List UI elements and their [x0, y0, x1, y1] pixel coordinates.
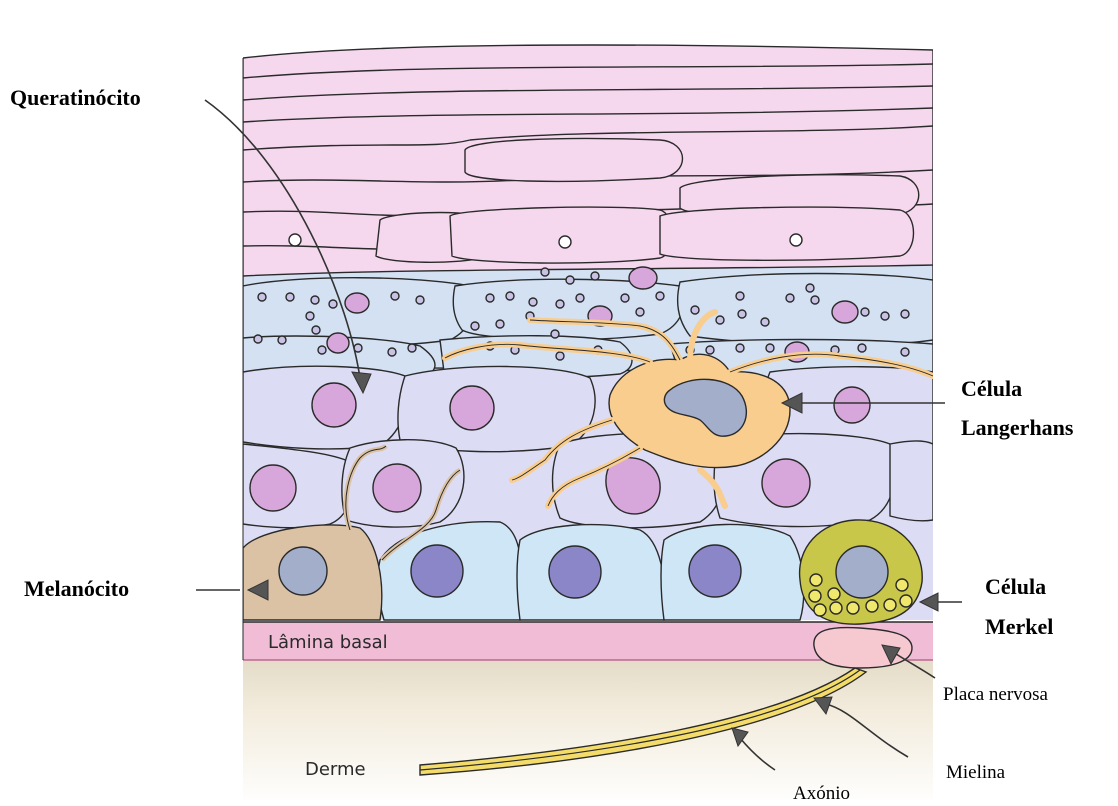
melanocyte-nucleus	[279, 547, 327, 595]
label-placa-nervosa: Placa nervosa	[943, 684, 1049, 705]
label-queratinocito: Queratinócito	[10, 85, 141, 110]
label-melanocito: Melanócito	[24, 576, 129, 601]
label-axonio: Axónio	[793, 783, 850, 804]
label-mielina: Mielina	[946, 762, 1006, 783]
label-derme: Derme	[305, 759, 366, 780]
label-celula-langerhans-2: Langerhans	[961, 415, 1074, 440]
merkel-nucleus	[836, 546, 888, 598]
granular-cells	[243, 274, 933, 381]
label-celula-langerhans-1: Célula	[961, 376, 1022, 401]
label-celula-merkel-2: Merkel	[985, 614, 1053, 639]
label-lamina-basal: Lâmina basal	[268, 632, 388, 653]
label-celula-merkel-1: Célula	[985, 574, 1046, 599]
